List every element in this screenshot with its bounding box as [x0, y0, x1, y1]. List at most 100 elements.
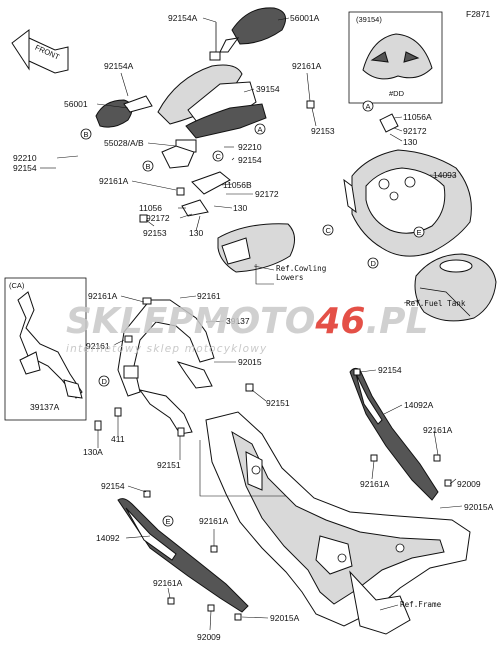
label-92015a-bottom: 92015A	[270, 613, 300, 623]
label-92154-right-b: 92154	[378, 365, 402, 375]
watermark-part-b: MOTO	[194, 301, 316, 342]
fasteners-icon	[94, 100, 452, 621]
windshield-inset-icon	[362, 33, 433, 80]
label-92009-bottom: 92009	[197, 632, 221, 642]
watermark-part-a: SKLEP	[66, 301, 194, 342]
label-92154a-left: 92154A	[104, 61, 134, 71]
label-92172-right: 92172	[403, 126, 427, 136]
group-brackets	[199, 264, 286, 497]
callout-c-2: C	[322, 224, 334, 236]
label-14093: 14093	[433, 170, 457, 180]
label-92151-left: 92151	[157, 460, 181, 470]
label-55028: 55028/A/B	[104, 138, 144, 148]
label-11056b: 11056B	[223, 180, 252, 190]
label-ref-fuel-tank: Ref.Fuel Tank	[406, 299, 466, 308]
side-cover-14092a-icon	[349, 367, 439, 501]
svg-text:A: A	[366, 102, 371, 111]
subframe-39137-icon	[117, 299, 215, 435]
cowling-lower-ref-icon	[217, 223, 295, 273]
label-92161a-left-b: 92161A	[199, 516, 229, 526]
inset-39154: (39154) #DD	[348, 11, 443, 104]
label-92210-left: 92210	[13, 153, 37, 163]
callout-d-1: D	[367, 257, 379, 269]
svg-text:B: B	[84, 130, 89, 139]
side-cover-14092-icon	[117, 498, 249, 613]
label-92154a-top: 92154A	[168, 13, 198, 23]
label-92161a-top: 92161A	[292, 61, 322, 71]
callout-b-1: B	[80, 128, 92, 140]
label-92210-mid: 92210	[238, 142, 262, 152]
label-92153-left: 92153	[143, 228, 167, 238]
label-92161a-left: 92161A	[99, 176, 129, 186]
inset-ca: (CA) 39137A	[4, 277, 87, 421]
svg-text:B: B	[146, 162, 151, 171]
label-92161a-right-b: 92161A	[423, 425, 453, 435]
fuel-tank-icon	[414, 253, 497, 322]
part-labels: 92154A 56001A 92154A 92161A 56001 39154 …	[13, 13, 494, 642]
label-11056: 11056	[139, 203, 162, 213]
svg-text:C: C	[216, 152, 222, 161]
watermark-part-c: 46	[314, 301, 365, 342]
label-92172-left: 92172	[146, 213, 170, 223]
callout-a-1: A	[254, 123, 266, 135]
callout-c-1: C	[212, 150, 224, 162]
front-arrow-icon: FRONT	[11, 28, 69, 74]
label-130a: 130A	[83, 447, 103, 457]
label-92154-left: 92154	[13, 163, 37, 173]
label-92154-left-b: 92154	[101, 481, 125, 491]
callout-a-2: A	[362, 100, 374, 112]
svg-text:E: E	[417, 228, 422, 237]
label-92009-right: 92009	[457, 479, 481, 489]
label-92161-frame-right: 92161	[197, 291, 221, 301]
label-39137: 39137	[226, 316, 250, 326]
callout-d-2: D	[98, 375, 110, 387]
mirror-left-icon	[95, 95, 153, 128]
label-92161-frame-left: 92161	[86, 341, 110, 351]
stay-bracket-icon	[161, 113, 399, 217]
svg-text:D: D	[371, 259, 377, 268]
label-92161a-left-b2: 92161A	[153, 578, 183, 588]
svg-text:A: A	[258, 125, 263, 134]
label-14092: 14092	[96, 533, 120, 543]
figure-code: F2871	[466, 9, 490, 19]
label-92015: 92015	[238, 357, 262, 367]
watermark-part-d: .PL	[365, 301, 428, 342]
mirror-right-icon	[209, 7, 287, 61]
label-92015a-right: 92015A	[464, 502, 494, 512]
leader-lines	[40, 17, 463, 631]
inner-cowling-14093-icon	[343, 149, 472, 257]
watermark: SKLEPMOTO46.PL internetowy sklep motocyk…	[66, 301, 428, 355]
label-130-right: 130	[403, 137, 417, 147]
label-56001a: 56001A	[290, 13, 320, 23]
label-14092a: 14092A	[404, 400, 434, 410]
svg-text:D: D	[102, 377, 108, 386]
inset-ca-title: (CA)	[9, 281, 25, 290]
label-92172-mid: 92172	[255, 189, 279, 199]
label-11056a: 11056A	[403, 112, 432, 122]
svg-text:SKLEPMOTO46.PL: SKLEPMOTO46.PL	[66, 301, 428, 342]
watermark-subtitle: internetowy sklep motocyklowy	[66, 343, 267, 355]
main-frame-icon	[205, 411, 471, 635]
callout-b-2: B	[142, 160, 154, 172]
callout-e-1: E	[413, 226, 425, 238]
label-130-bottom: 130	[189, 228, 203, 238]
label-39154: 39154	[256, 84, 280, 94]
label-411: 411	[111, 434, 125, 444]
svg-text:C: C	[326, 226, 332, 235]
inset-39154-title: (39154)	[356, 15, 382, 24]
label-ref-frame: Ref.Frame	[400, 600, 442, 609]
label-56001: 56001	[64, 99, 88, 109]
label-92161a-right-b2: 92161A	[360, 479, 390, 489]
label-130-mid: 130	[233, 203, 247, 213]
label-92151-right: 92151	[266, 398, 290, 408]
bracket-inset-icon	[17, 291, 83, 399]
upper-cowling-icon	[157, 64, 267, 153]
label-92161a-frame: 92161A	[88, 291, 118, 301]
inset-ca-part: 39137A	[30, 402, 60, 412]
label-92153-right: 92153	[311, 126, 335, 136]
inset-39154-caption: #DD	[389, 89, 405, 98]
label-92154-mid: 92154	[238, 155, 262, 165]
svg-text:E: E	[166, 517, 171, 526]
